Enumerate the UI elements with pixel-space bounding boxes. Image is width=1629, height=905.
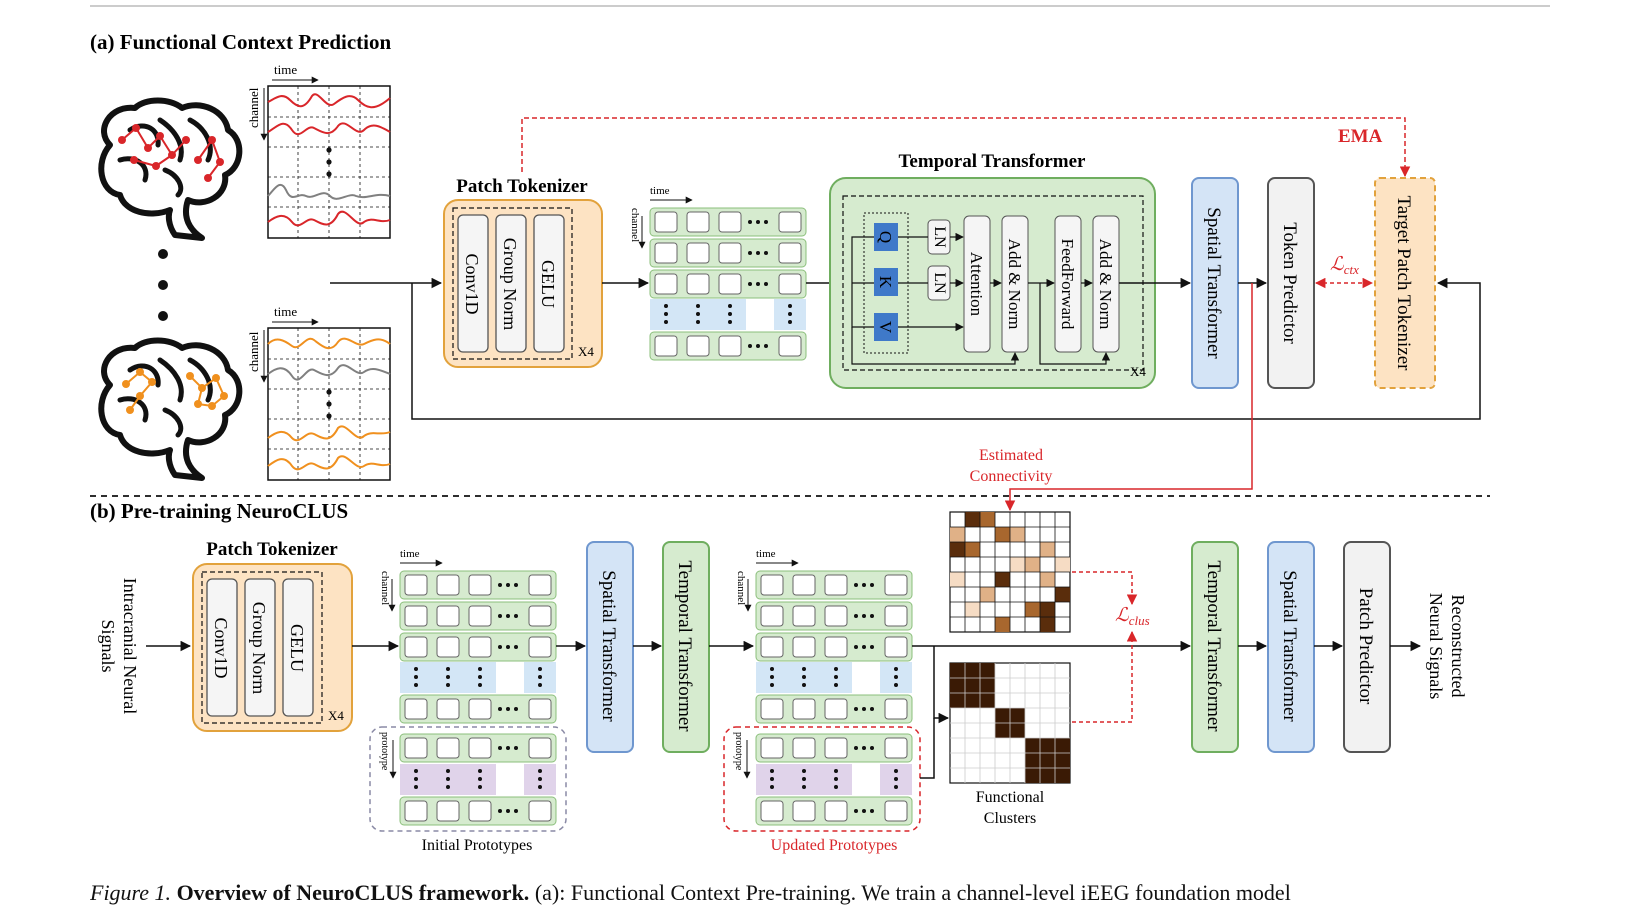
updated-prototypes: prototype Updated Prototypes — [723, 726, 921, 854]
output-label: ReconstructedNeural Signals — [1426, 593, 1468, 699]
spatial-transformer-b1: Spatial Transformer — [586, 541, 634, 753]
initial-prototypes-label: Initial Prototypes — [422, 837, 533, 854]
conv1d-layer: Conv1D — [211, 617, 231, 678]
gelu-layer: GELU — [538, 260, 558, 308]
k-label: K — [876, 276, 895, 289]
ellipsis-dots-icon — [158, 249, 168, 321]
functional-clusters-matrix — [949, 662, 1071, 784]
v-label: V — [876, 321, 895, 334]
brain-icon-orange — [98, 337, 243, 481]
channel-label: channel — [629, 208, 641, 242]
temporal-transformer-label: Temporal Transformer — [1203, 560, 1224, 732]
channel-label: channel — [735, 571, 747, 605]
time-label: time — [756, 548, 776, 560]
channel-label: channel — [379, 571, 391, 605]
caption-title: Overview of NeuroCLUS framework. — [176, 880, 530, 905]
neuroclus-diagram: (a) Functional Context Prediction time c… — [90, 5, 1550, 854]
patch-tokenizer-a: Patch Tokenizer Conv1D Group Norm GELU X… — [443, 176, 603, 368]
temporal-transformer-title: Temporal Transformer — [899, 151, 1087, 172]
spatial-transformer-label: Spatial Transformer — [1203, 207, 1224, 359]
ema-arrow — [521, 117, 1411, 178]
spatial-transformer-a: Spatial Transformer — [1191, 177, 1239, 389]
temporal-transformer-a: Temporal Transformer Q K V LN LN Attenti… — [829, 151, 1156, 389]
target-patch-tokenizer: Target Patch Tokenizer — [1374, 177, 1436, 389]
input-label: Intracranial NeuralSignals — [98, 578, 140, 714]
repeat-label: X4 — [328, 708, 344, 723]
channel-label: channel — [246, 87, 261, 128]
groupnorm-layer: Group Norm — [500, 238, 520, 331]
updated-prototypes-label: Updated Prototypes — [771, 837, 898, 854]
prototype-label: prototype — [733, 732, 744, 771]
time-label: time — [400, 548, 420, 560]
time-label: time — [274, 304, 297, 319]
token-grid-b2: time channel — [735, 548, 913, 724]
q-label: Q — [876, 231, 895, 243]
loss-clus-label: ℒclus — [1115, 605, 1150, 628]
brain-icon-red — [98, 97, 243, 241]
loss-clus-bottom-arrow — [1072, 630, 1138, 723]
groupnorm-layer: Group Norm — [249, 602, 269, 695]
patch-predictor: Patch Predictor — [1343, 541, 1391, 753]
spatial-transformer-b2: Spatial Transformer — [1267, 541, 1315, 753]
gelu-layer: GELU — [287, 624, 307, 672]
ema-label: EMA — [1338, 126, 1383, 147]
section-b-title: (b) Pre-training NeuroCLUS — [90, 499, 348, 523]
ln-k-label: LN — [931, 272, 948, 294]
token-predictor: Token Predictor — [1267, 177, 1315, 389]
time-label: time — [274, 62, 297, 77]
caption-text: (a): Functional Context Pre-training. We… — [534, 880, 1291, 905]
add-norm-layer: Add & Norm — [1005, 239, 1024, 330]
attention-layer: Attention — [967, 252, 986, 317]
connectivity-matrix — [949, 511, 1071, 633]
loss-ctx-label: ℒctx — [1330, 254, 1359, 277]
signal-plot-bottom: time channel — [246, 304, 391, 481]
repeat-label: X4 — [578, 344, 594, 359]
patch-tokenizer-b: Patch Tokenizer Conv1D Group Norm GELU X… — [192, 539, 353, 732]
patch-predictor-label: Patch Predictor — [1355, 588, 1376, 705]
temporal-transformer-b2: Temporal Transformer — [1191, 541, 1239, 753]
patch-tokenizer-title: Patch Tokenizer — [206, 539, 338, 560]
temporal-transformer-b1: Temporal Transformer — [662, 541, 710, 753]
prototype-label: prototype — [379, 732, 390, 771]
signal-plot-top: time channel — [246, 62, 391, 239]
connectivity-arrow — [1004, 283, 1253, 512]
figure-caption: Figure 1. Overview of NeuroCLUS framewor… — [90, 880, 1610, 905]
spatial-transformer-label: Spatial Transformer — [598, 570, 619, 722]
feedforward-layer: FeedForward — [1058, 239, 1077, 330]
time-label: time — [650, 185, 670, 197]
section-a-title: (a) Functional Context Prediction — [90, 30, 391, 54]
token-predictor-label: Token Predictor — [1279, 222, 1300, 344]
token-grid-a: time channel — [629, 185, 807, 364]
temporal-transformer-label: Temporal Transformer — [674, 560, 695, 732]
conv1d-layer: Conv1D — [462, 253, 482, 314]
spatial-transformer-label: Spatial Transformer — [1279, 570, 1300, 722]
add-norm-layer-2: Add & Norm — [1096, 239, 1115, 330]
channel-label: channel — [246, 331, 261, 372]
repeat-label: X4 — [1130, 364, 1146, 379]
target-tokenizer-label: Target Patch Tokenizer — [1393, 196, 1414, 372]
initial-prototypes: prototype Initial Prototypes — [369, 726, 567, 854]
patch-tokenizer-title: Patch Tokenizer — [456, 176, 588, 197]
caption-fig: Figure 1. — [90, 880, 172, 905]
loss-clus-top-arrow — [1072, 571, 1138, 606]
token-grid-b1: time channel — [379, 548, 557, 724]
ln-q-label: LN — [931, 226, 948, 248]
